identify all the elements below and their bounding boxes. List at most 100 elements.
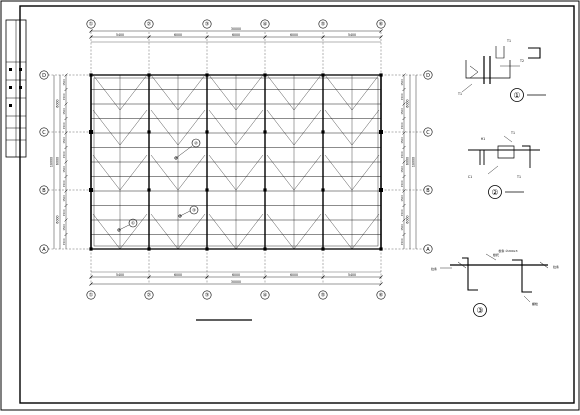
column-mark [147,130,151,134]
column-axis-bubble-top [86,19,96,29]
column-axis-label-top: ③ [205,22,209,28]
callout-target [178,214,182,218]
detail-1-label: T2 [519,59,524,63]
row-axis-label-right: B [426,188,430,194]
dim-tick [321,35,325,39]
purlin-section [465,60,511,79]
row-axis-bubble-left [39,185,49,195]
purlin-spacing-text: 1500 [62,122,66,129]
purlin-spacing-text: 1500 [400,224,404,231]
dim-tick [64,102,68,106]
purlin-spacing-text: 1500 [62,79,66,86]
dim-tick [64,116,68,121]
total-width-text: 30000 [231,27,241,31]
row-axis-bubble-left [39,127,49,137]
row-axis-bubble-right [423,244,433,254]
column-axis-bubble-top [260,19,270,29]
brace-line [235,74,264,111]
purlin-spacing-text: 1500 [400,122,404,129]
callout-leader [175,145,193,159]
detail-3-label: 拉条 [553,264,559,269]
dim-tick [379,275,383,279]
detail-3-label: 拉条 [431,266,437,271]
right-dimension-text: 6000 [406,99,410,107]
bay-dimension-text: 6000 [232,33,240,37]
column-mark [321,188,325,192]
column-mark [263,130,267,134]
callout-target [117,228,121,232]
brace-line [266,74,295,111]
leader-line [523,295,531,303]
dim-tick [64,87,68,92]
brace-line [266,109,295,146]
purlin-spacing-text: 1500 [400,238,404,245]
brace-line [266,213,295,250]
left-total-text: 18000 [50,157,54,167]
row-axis-label-left: C [42,130,46,136]
dim-tick [402,131,406,135]
detail-2-label: T1 [510,131,515,135]
bay-dimension-text: 5400 [348,33,356,37]
row-axis-bubble-left [39,244,49,254]
column-axis-bubble-top [376,19,386,29]
bay-dimension-text: 6000 [290,33,298,37]
detail-2-label: C1 [468,175,472,179]
brace-line [177,154,206,191]
column-axis-bubble-top [144,19,154,29]
brace-line [150,109,179,146]
connectors [457,261,549,269]
brace-line [119,74,148,111]
column-axis-label-top: ⑤ [321,22,325,28]
detail-number: ② [491,188,498,197]
rafter-section [483,56,491,84]
purlin-spacing-text: 1500 [62,166,66,173]
bay-dimension-text: 5400 [116,273,124,277]
web-plate [479,150,485,165]
column-axis-label-top: ② [147,22,152,28]
dim-tick [402,73,406,77]
dim-tick [205,35,209,39]
column-mark [321,130,325,134]
row-axis-label-left: A [42,247,46,253]
brace-line [235,213,264,250]
detail-2-label: T1 [516,175,521,179]
brace-line [293,213,322,250]
dim-tick [402,189,406,193]
brace-line [119,109,148,146]
right-dimension-text: 6000 [406,157,410,165]
purlin-spacing-text: 1500 [62,108,66,115]
brace-line [351,213,380,250]
column-axis-bubble-bottom [260,290,270,300]
right-total-text: 18000 [412,157,416,167]
detail-3-label: 螺栓 [532,301,538,306]
connector [469,65,479,79]
brace-line [293,109,322,146]
detail-3-label: 檩托 [493,252,499,257]
dim-tick [402,102,406,106]
purlin-spacing-text: 1500 [62,180,66,187]
column-mark [263,188,267,192]
left-dimension-text: 6000 [56,99,60,107]
dim-tick [64,189,68,193]
column-axis-label-bottom: ③ [205,293,209,299]
dim-tick [402,160,406,164]
dim-tick [402,174,406,179]
dim-tick [321,275,325,279]
brace-line [351,109,380,146]
bay-dimension-text: 6000 [174,33,182,37]
dim-tick [89,282,93,286]
detail-2-label: H1 [481,137,485,141]
row-axis-label-left: B [42,188,46,194]
bracket-section [495,46,505,59]
callout-bubble [191,138,201,148]
callout-mark: ① [131,221,135,226]
column-axis-bubble-bottom [86,290,96,300]
column-axis-label-top: ⑥ [379,22,384,28]
row-axis-bubble-left [39,70,49,80]
purlin-spacing-text: 1500 [400,151,404,158]
callout-leader [118,224,130,231]
dim-tick [263,275,267,279]
detail-1-label: T1 [457,92,462,96]
